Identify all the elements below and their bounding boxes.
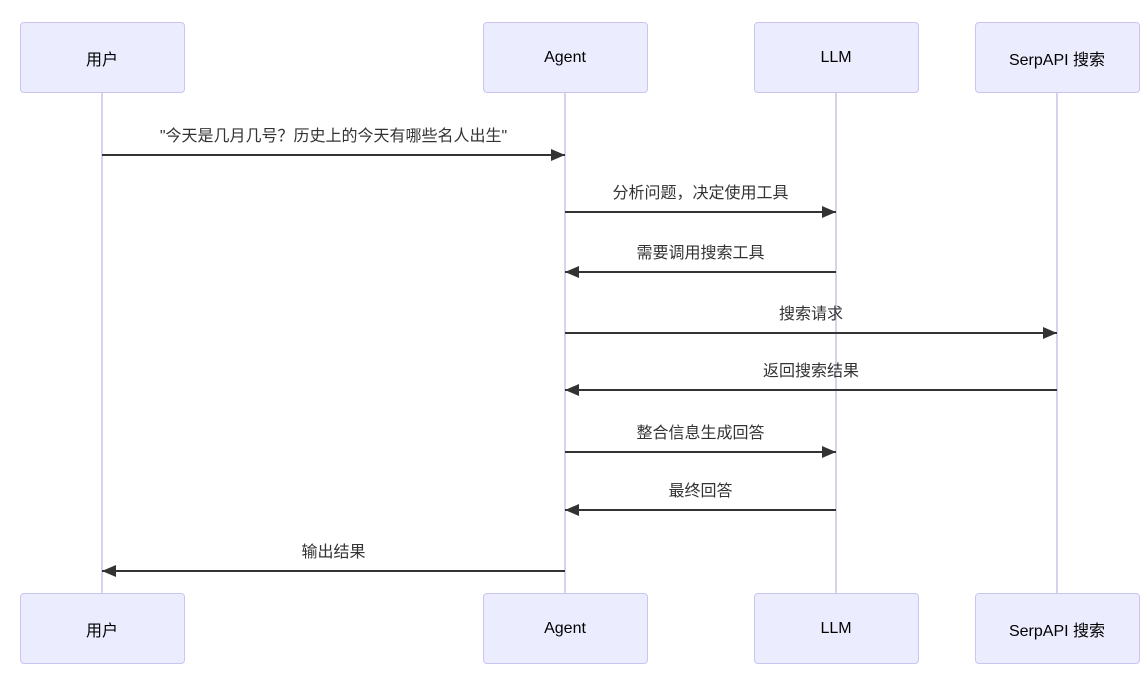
actor-box-bottom-agent: Agent	[482, 593, 648, 664]
message-label-2: 需要调用搜索工具	[636, 245, 765, 262]
actor-box-top-user: 用户	[19, 22, 185, 93]
message-label-3: 搜索请求	[778, 306, 844, 323]
lifeline-agent	[564, 93, 566, 593]
message-arrowhead-3	[1043, 327, 1057, 339]
actor-box-bottom-user: 用户	[19, 593, 185, 664]
lifeline-serpapi	[1056, 93, 1058, 593]
lifeline-llm	[835, 93, 837, 593]
message-arrowhead-1	[822, 206, 836, 218]
message-arrowhead-2	[565, 266, 579, 278]
lifeline-user	[101, 93, 103, 593]
actor-label-user: 用户	[85, 622, 118, 640]
message-line-1	[565, 211, 836, 213]
message-arrowhead-6	[565, 504, 579, 516]
actor-box-top-serpapi: SerpAPI 搜索	[974, 22, 1140, 93]
message-label-6: 最终回答	[668, 483, 733, 500]
message-line-6	[565, 509, 836, 511]
message-label-5: 整合信息生成回答	[636, 425, 765, 442]
message-arrowhead-7	[102, 565, 116, 577]
actor-label-serpapi: SerpAPI 搜索	[1008, 51, 1106, 69]
actor-box-bottom-llm: LLM	[753, 593, 919, 664]
message-line-5	[565, 451, 836, 453]
actor-label-agent: Agent	[544, 48, 586, 66]
message-line-0	[102, 154, 565, 156]
message-label-7: 输出结果	[301, 544, 366, 561]
message-label-1: 分析问题，决定使用工具	[612, 185, 789, 202]
message-arrowhead-0	[551, 149, 565, 161]
message-line-4	[565, 389, 1057, 391]
message-label-0: "今天是几月几号？历史上的今天有哪些名人出生"	[159, 128, 508, 145]
actor-label-agent: Agent	[544, 619, 586, 637]
message-line-7	[102, 570, 565, 572]
message-line-3	[565, 332, 1057, 334]
message-arrowhead-4	[565, 384, 579, 396]
actor-label-llm: LLM	[820, 48, 852, 66]
message-line-2	[565, 271, 836, 273]
message-arrowhead-5	[822, 446, 836, 458]
actor-label-llm: LLM	[820, 619, 852, 637]
actor-box-top-agent: Agent	[482, 22, 648, 93]
actor-box-top-llm: LLM	[753, 22, 919, 93]
actor-label-user: 用户	[85, 51, 118, 69]
actor-box-bottom-serpapi: SerpAPI 搜索	[974, 593, 1140, 664]
actor-label-serpapi: SerpAPI 搜索	[1008, 622, 1106, 640]
message-label-4: 返回搜索结果	[762, 363, 860, 380]
